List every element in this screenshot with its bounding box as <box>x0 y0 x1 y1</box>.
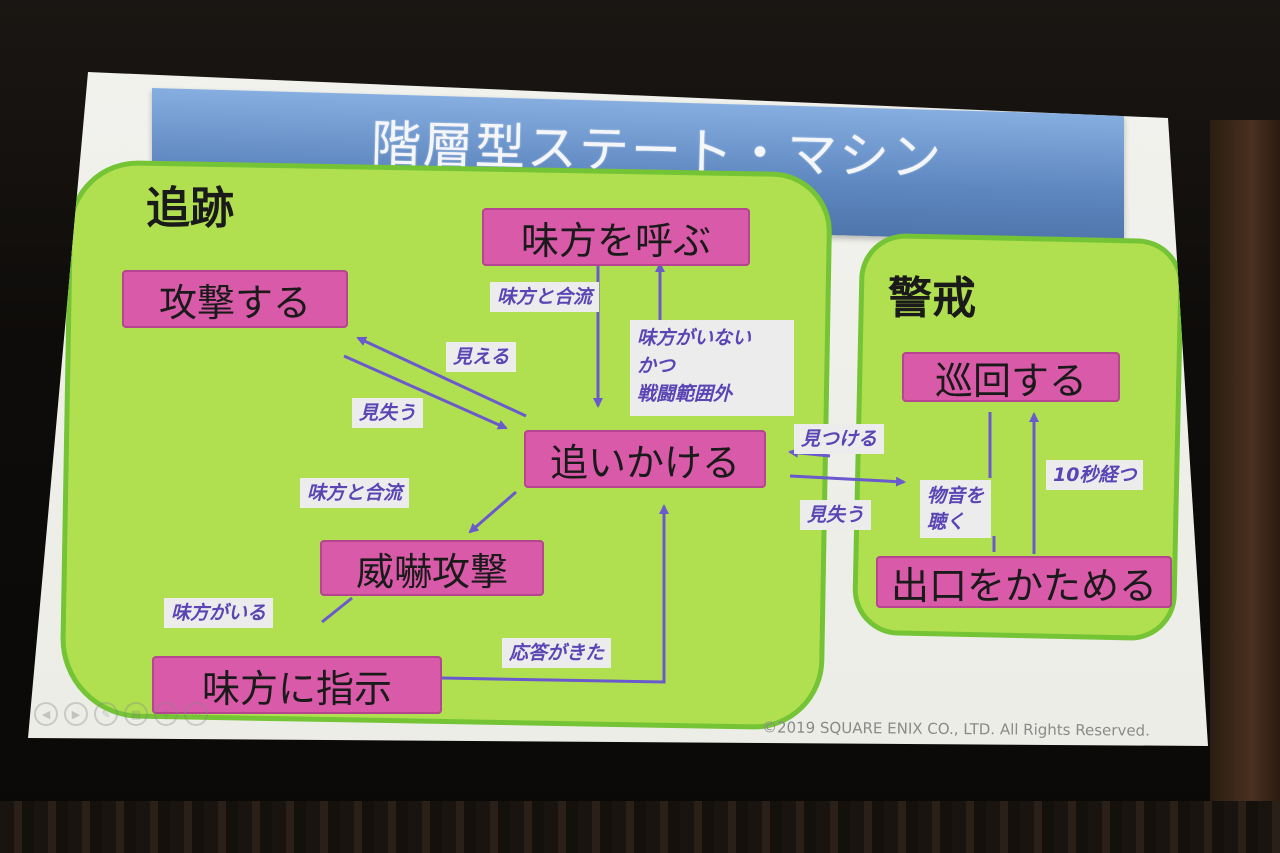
grid-icon[interactable]: ▦ <box>124 702 148 726</box>
label-lose-right: 見失う <box>800 500 872 530</box>
label-hear-line2: 聴く <box>927 511 966 533</box>
prev-slide-icon[interactable]: ◀ <box>34 702 58 726</box>
arrow-chase-to-attack <box>356 336 527 418</box>
label-has-ally: 味方がいる <box>164 598 274 628</box>
arrow-chase-to-alert <box>789 474 906 487</box>
label-no-ally-line3: 戦闘範囲外 <box>637 383 733 405</box>
label-see: 見える <box>446 342 517 372</box>
room-wall <box>1210 120 1280 853</box>
label-ten-seconds: 10秒経つ <box>1046 460 1144 490</box>
label-lose-left: 見失う <box>352 398 424 428</box>
label-no-ally-out-of-range: 味方がいない かつ 戦闘範囲外 <box>630 320 794 416</box>
stage-curtain <box>0 801 1280 853</box>
slide-nav-controls: ◀ ▶ ✎ ▦ ⚲ ⋯ <box>34 702 208 726</box>
arrow-threat-to-instruct <box>321 596 353 624</box>
more-icon[interactable]: ⋯ <box>184 702 208 726</box>
state-chase: 追いかける <box>524 430 766 488</box>
group-alert-title: 警戒 <box>888 273 976 324</box>
label-join-ally-top: 味方と合流 <box>490 282 600 312</box>
copyright: ©2019 SQUARE ENIX CO., LTD. All Rights R… <box>761 718 1150 740</box>
label-join-ally-left: 味方と合流 <box>300 478 410 508</box>
arrow-instruct-to-chase <box>441 504 669 684</box>
label-find: 見つける <box>794 424 885 454</box>
group-chase-title: 追跡 <box>146 183 234 234</box>
state-call-ally: 味方を呼ぶ <box>482 208 750 266</box>
label-no-ally-line1: 味方がいない <box>637 327 752 349</box>
label-no-ally-line2: かつ <box>637 355 676 377</box>
next-slide-icon[interactable]: ▶ <box>64 702 88 726</box>
state-patrol: 巡回する <box>902 352 1120 403</box>
state-threat-attack: 威嚇攻撃 <box>320 540 544 596</box>
state-attack: 攻撃する <box>122 270 348 328</box>
pen-icon[interactable]: ✎ <box>94 702 118 726</box>
label-hear-line1: 物音を <box>927 485 985 507</box>
label-reply: 応答がきた <box>502 638 612 668</box>
label-hear-sound: 物音を 聴く <box>920 480 992 538</box>
arrow-chase-to-threat <box>468 490 517 534</box>
zoom-icon[interactable]: ⚲ <box>154 702 178 726</box>
state-guard-exit: 出口をかためる <box>876 556 1172 608</box>
arrow-attack-to-chase <box>343 354 508 430</box>
